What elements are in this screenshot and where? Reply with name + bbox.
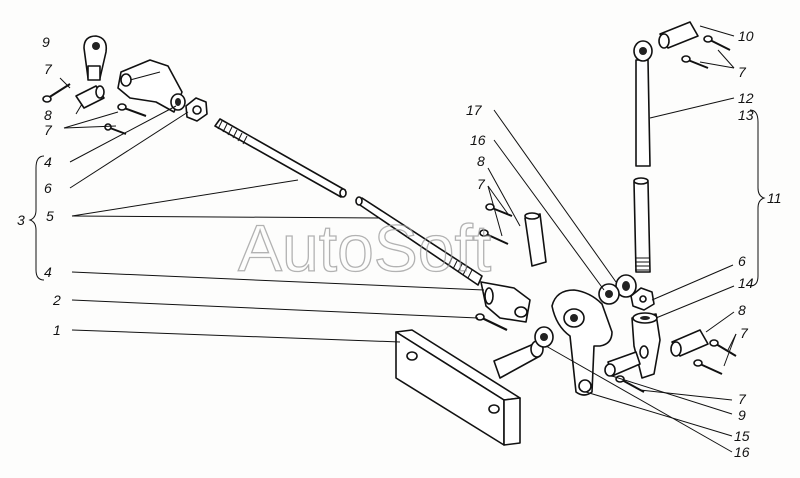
callout-8-middle: 8 [477, 153, 485, 169]
cotter-pin-7-upper-c [104, 123, 127, 135]
clevis-fork-lower [480, 281, 531, 323]
pin-8-upper [75, 85, 105, 109]
callout-5: 5 [46, 208, 54, 224]
callout-14: 14 [738, 275, 754, 291]
callout-16-upper: 16 [470, 132, 486, 148]
callout-17: 17 [466, 102, 483, 118]
cotter-pin-7-lower-right-b [693, 359, 723, 375]
rod-with-eye-12 [633, 40, 653, 167]
callout-7-upper-right: 7 [738, 64, 747, 80]
bellcrank-lever-15 [551, 289, 613, 396]
eye-lever-9-lower [604, 351, 641, 377]
callout-labels: 9 7 8 7 4 6 3 5 4 2 1 17 16 8 7 10 7 12 … [17, 28, 782, 460]
hex-nut-6-upper [185, 97, 208, 122]
callout-4-upper: 4 [44, 154, 52, 170]
callout-15: 15 [734, 428, 750, 444]
callout-6-lower: 6 [738, 253, 746, 269]
pin-8-middle [524, 212, 547, 267]
washer-17 [615, 274, 637, 298]
callout-7-upper: 7 [44, 61, 53, 77]
callout-7-middle: 7 [477, 176, 486, 192]
callout-8-upper: 8 [44, 107, 52, 123]
callout-9-upper: 9 [42, 34, 50, 50]
callout-2: 2 [52, 292, 61, 308]
lower-rod-5 [355, 196, 483, 286]
callout-6-upper: 6 [44, 180, 52, 196]
callout-10: 10 [738, 28, 754, 44]
bracket-plate-part [395, 329, 544, 446]
leader-lines [59, 25, 737, 453]
cotter-pin-7-upper-right-b [681, 55, 709, 69]
callout-9-lower: 9 [738, 407, 746, 423]
callout-7-upper-b: 7 [44, 122, 53, 138]
upper-rod-5 [214, 118, 347, 198]
cotter-pin-7-upper-right-a [703, 35, 731, 51]
threaded-rod-13 [633, 177, 651, 273]
callout-13: 13 [738, 107, 754, 123]
group-bracket-11 [749, 109, 766, 287]
cotter-pin-7-upper-b [117, 103, 147, 117]
watermark-text: AutoSoft [238, 211, 491, 285]
callout-4-lower: 4 [44, 264, 52, 280]
callout-7-lower: 7 [738, 391, 747, 407]
callout-8-lower: 8 [738, 302, 746, 318]
callout-1: 1 [53, 322, 61, 338]
callout-12: 12 [738, 90, 754, 106]
cotter-pin-7-middle-b [479, 229, 509, 245]
bushing-16-upper [598, 283, 620, 305]
pin-10 [658, 21, 699, 49]
cotter-pin-7-upper-a [42, 83, 71, 103]
callout-3-group: 3 [17, 212, 25, 228]
callout-16-lower: 16 [734, 444, 750, 460]
pin-8-lower [670, 329, 709, 357]
clevis-14 [631, 312, 661, 379]
clevis-fork-upper [117, 59, 186, 113]
bushing-16-lower [534, 326, 554, 348]
hex-nut-6-lower [630, 287, 655, 311]
group-bracket-3 [28, 155, 45, 281]
callout-7-lower-right: 7 [740, 325, 749, 341]
cotter-pin-2 [475, 313, 508, 331]
eye-lever-9-upper [83, 35, 108, 81]
callout-11-group: 11 [767, 190, 782, 206]
cotter-pin-7-lower-right-a [709, 339, 737, 357]
